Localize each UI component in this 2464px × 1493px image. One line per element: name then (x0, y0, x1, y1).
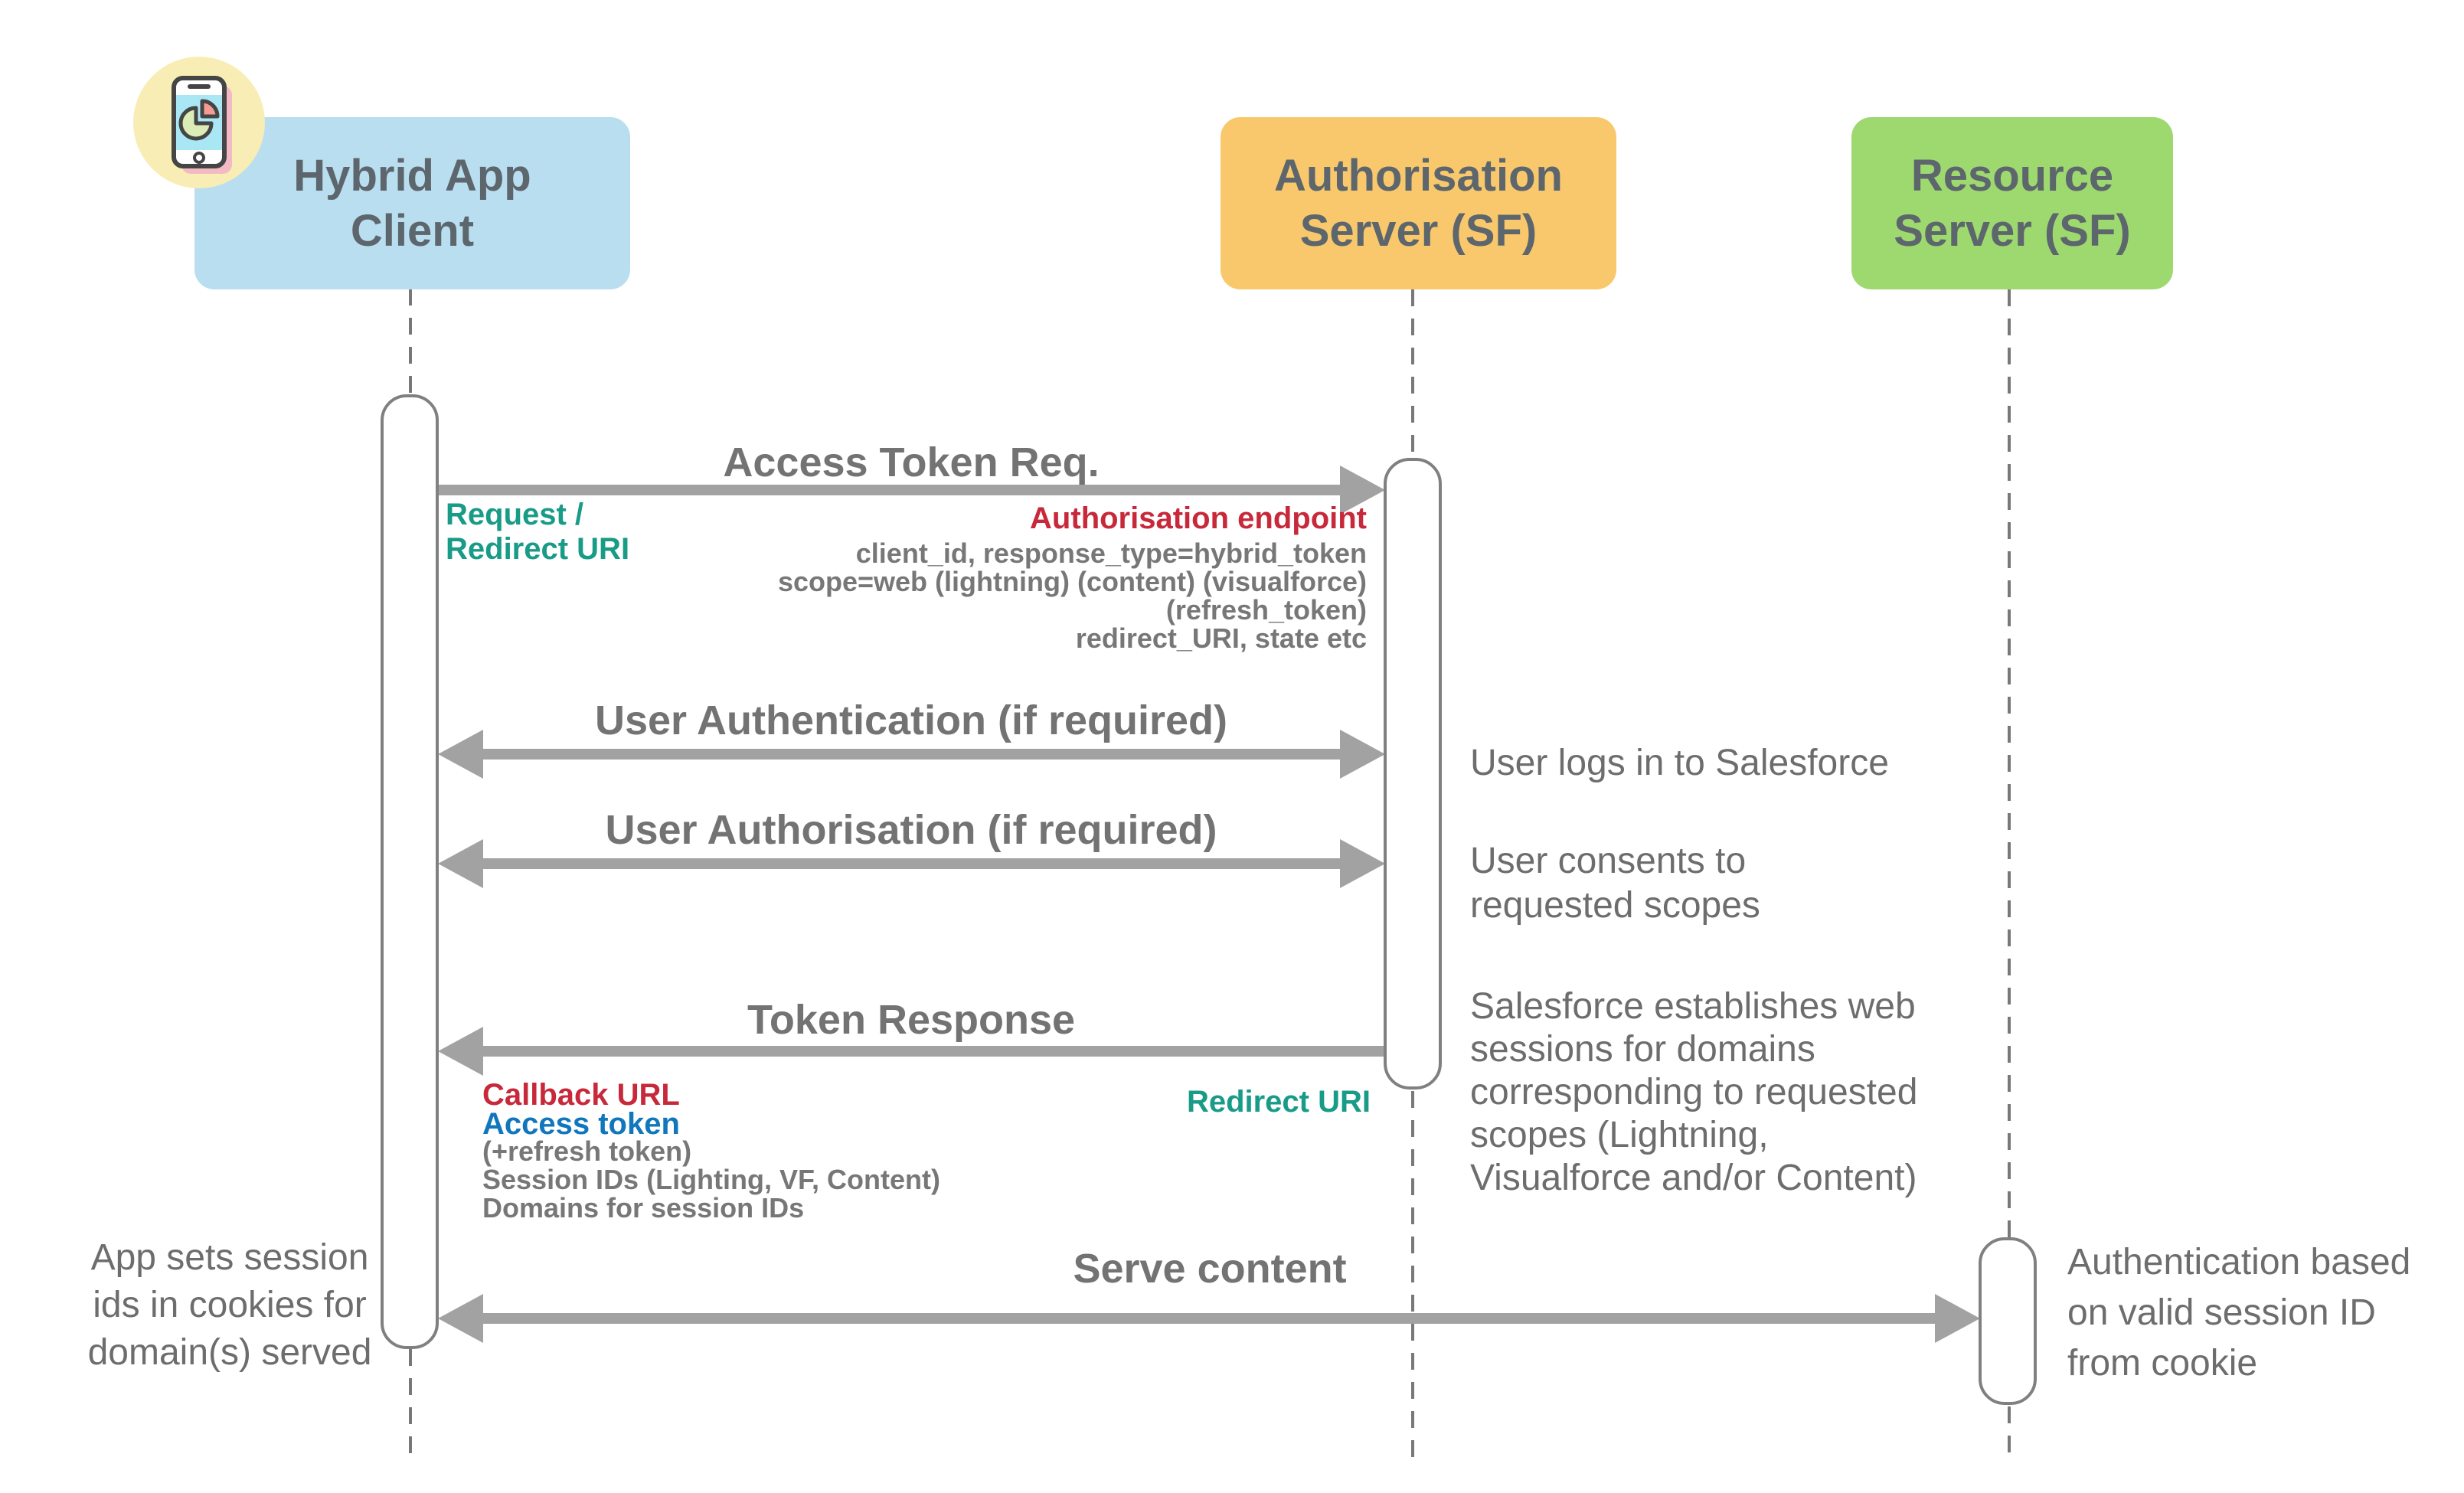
serve-content-arrow-shaft (479, 1313, 1936, 1324)
access-token-arrow-shaft (439, 485, 1344, 495)
user-authentication-arrowhead-right (1340, 730, 1385, 779)
token-response-arrowhead-left (438, 1027, 483, 1076)
user-authentication-arrow-shaft (479, 749, 1343, 760)
lifelines (409, 289, 2011, 1461)
note-app-sets-session: App sets session ids in cookies for doma… (87, 1237, 372, 1373)
note-salesforce-sessions: Salesforce establishes web sessions for … (1470, 986, 1918, 1198)
serve-content-title: Serve content (1073, 1246, 1347, 1292)
token-response-details-label: (+refresh token) Session IDs (Lighting, … (482, 1135, 940, 1223)
serve-content-arrowhead-right (1935, 1294, 1980, 1343)
message-arrows (438, 466, 1980, 1343)
client-activation-bar (381, 394, 439, 1349)
redirect-uri-label: Redirect URI (1186, 1085, 1371, 1119)
pie-chart-green-slice (178, 106, 214, 141)
token-response-title: Token Response (747, 997, 1076, 1043)
user-authentication-arrowhead-left (438, 730, 483, 779)
user-authorisation-title: User Authorisation (if required) (605, 807, 1217, 853)
actor-resource-server-box: Resource Server (SF) (1851, 117, 2173, 289)
user-authorisation-arrowhead-right (1340, 839, 1385, 888)
actor-client-box: Hybrid App Client (194, 117, 630, 289)
note-user-logs-in: User logs in to Salesforce (1470, 743, 1889, 783)
actor-auth-server-box: Authorisation Server (SF) (1221, 117, 1616, 289)
callback-url-label: Callback URL (482, 1078, 680, 1112)
auth-activation-bar (1384, 458, 1442, 1090)
request-redirect-uri-label: Request / Redirect URI (446, 498, 630, 566)
authorisation-endpoint-label: Authorisation endpoint (1030, 501, 1367, 535)
access-token-arrowhead-right (1340, 466, 1385, 515)
access-token-params-label: client_id, response_type=hybrid_token sc… (777, 537, 1367, 654)
pie-chart-red-slice (200, 99, 220, 119)
token-response-arrow-shaft (479, 1046, 1384, 1057)
access-token-label: Access token (482, 1107, 680, 1141)
note-user-consents: User consents to requested scopes (1470, 841, 1760, 926)
user-authentication-title: User Authentication (if required) (594, 697, 1228, 743)
serve-content-arrowhead-left (438, 1294, 483, 1343)
phone-home-button (193, 152, 205, 164)
resource-activation-bar (1979, 1237, 2037, 1405)
mobile-app-pie-chart-icon (133, 57, 265, 188)
access-token-req-title: Access Token Req. (723, 439, 1100, 485)
user-authorisation-arrow-shaft (479, 858, 1343, 869)
user-authorisation-arrowhead-left (438, 839, 483, 888)
note-auth-cookie: Authentication based on valid session ID… (2067, 1242, 2411, 1384)
